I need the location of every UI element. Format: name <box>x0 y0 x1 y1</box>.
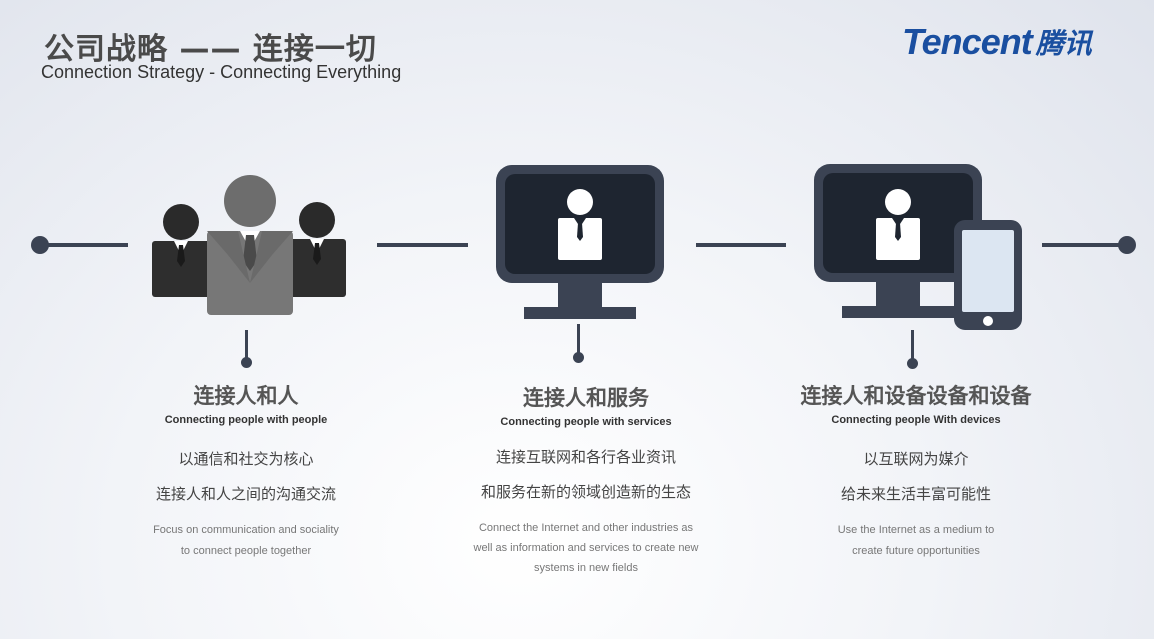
logo-text-en: Tencent <box>902 21 1033 62</box>
column-people: 连接人和人 Connecting people with people 以通信和… <box>106 380 386 562</box>
connector-stem-1 <box>245 330 248 364</box>
desc-cn-line: 连接人和人之间的沟通交流 <box>155 485 336 503</box>
connector-stem-3 <box>911 330 914 364</box>
column-desc-cn: 以互联网为媒介 给未来生活丰富可能性 <box>776 442 1056 512</box>
page-subtitle: Connection Strategy - Connecting Everyth… <box>41 62 402 82</box>
timeline-segment-3 <box>696 243 786 247</box>
timeline-end-dot <box>1118 236 1136 254</box>
column-desc-en: Focus on communication and sociality to … <box>106 520 386 562</box>
desc-cn-line: 给未来生活丰富可能性 <box>840 485 991 503</box>
column-services: 连接人和服务 Connecting people with services 连… <box>436 382 736 578</box>
desc-en-line: well as information and services to crea… <box>473 542 699 554</box>
tencent-logo: Tencent 腾讯 <box>902 21 1092 62</box>
page-title: 公司战略 —— 连接一切 <box>44 32 377 67</box>
column-title-cn: 连接人和人 <box>193 384 299 408</box>
column-devices: 连接人和设备设备和设备 Connecting people With devic… <box>776 380 1056 562</box>
column-title-en: Connecting people with people <box>164 414 328 426</box>
desc-en-line: to connect people together <box>180 545 312 557</box>
desc-cn-line: 以互联网为媒介 <box>863 450 969 468</box>
desc-en-line: systems in new fields <box>534 562 638 574</box>
people-group-icon <box>152 175 346 315</box>
column-title-cn: 连接人和服务 <box>523 386 649 410</box>
column-desc-en: Use the Internet as a medium to create f… <box>776 520 1056 562</box>
timeline-segment-1 <box>40 243 128 247</box>
desc-cn-line: 和服务在新的领域创造新的生态 <box>480 483 691 501</box>
connector-stem-2 <box>577 324 580 358</box>
connector-dot-2 <box>573 352 584 363</box>
monitor-phone-icon <box>814 164 1022 330</box>
column-title-cn: 连接人和设备设备和设备 <box>800 384 1032 408</box>
desc-en-line: Use the Internet as a medium to <box>837 524 995 536</box>
desc-cn-line: 连接互联网和各行各业资讯 <box>495 448 676 466</box>
column-title-en: Connecting people with services <box>500 416 672 428</box>
column-desc-cn: 连接互联网和各行各业资讯 和服务在新的领域创造新的生态 <box>436 440 736 510</box>
column-desc-en: Connect the Internet and other industrie… <box>436 518 736 578</box>
column-desc-cn: 以通信和社交为核心 连接人和人之间的沟通交流 <box>106 442 386 512</box>
desc-en-line: Focus on communication and sociality <box>153 524 339 536</box>
timeline-segment-2 <box>377 243 468 247</box>
monitor-person-icon <box>496 165 664 319</box>
connector-dot-1 <box>241 357 252 368</box>
column-title-en: Connecting people With devices <box>831 414 1001 426</box>
logo-text-cn: 腾讯 <box>1035 27 1092 60</box>
connector-dot-3 <box>907 358 918 369</box>
desc-cn-line: 以通信和社交为核心 <box>178 450 314 468</box>
timeline-segment-4 <box>1042 243 1126 247</box>
desc-en-line: create future opportunities <box>852 545 980 557</box>
desc-en-line: Connect the Internet and other industrie… <box>478 522 694 534</box>
